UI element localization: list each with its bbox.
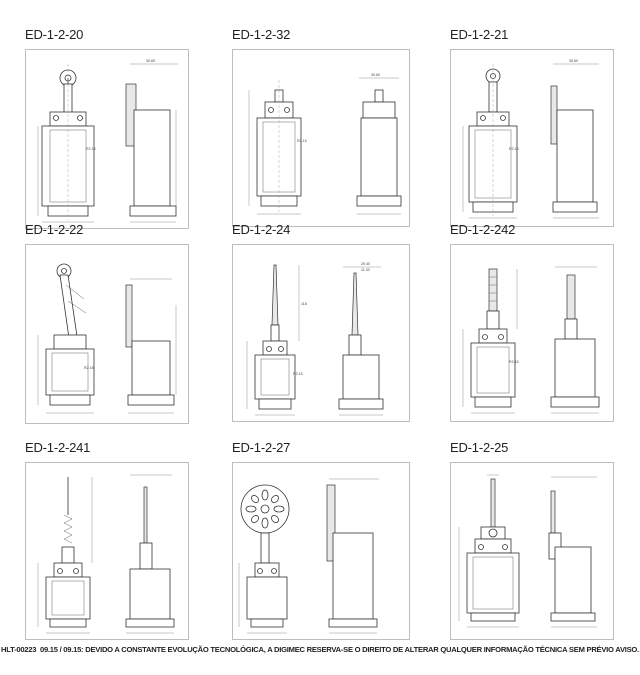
- svg-text:30.60: 30.60: [371, 73, 380, 77]
- drawing-ed-1-2-242: R2.15: [462, 266, 600, 414]
- depth-label-b: 11.30: [361, 268, 370, 272]
- drawing-ed-1-2-241: [37, 474, 175, 634]
- model-title: ED-1-2-22: [25, 222, 84, 237]
- depth-label: 29.40: [361, 262, 370, 266]
- model-title: ED-1-2-32: [232, 27, 291, 42]
- model-title: ED-1-2-25: [450, 440, 509, 455]
- drawing-ed-1-2-25: [458, 474, 597, 628]
- technical-drawing: R2.15 30.60: [232, 49, 410, 227]
- svg-text:30.60: 30.60: [146, 59, 155, 63]
- model-title: ED-1-2-20: [25, 27, 84, 42]
- technical-drawing: R2.15: [450, 244, 614, 422]
- svg-text:R2.15: R2.15: [84, 366, 94, 370]
- model-title: ED-1-2-241: [25, 440, 91, 455]
- technical-drawing: R2.15 30.60: [25, 49, 189, 229]
- svg-text:R2.15: R2.15: [509, 147, 519, 151]
- drawing-ed-1-2-27: [238, 478, 379, 634]
- disclaimer: DEVIDO A CONSTANTE EVOLUÇÃO TECNOLÓGICA,…: [85, 645, 639, 654]
- model-title: ED-1-2-24: [232, 222, 291, 237]
- model-title: ED-1-2-21: [450, 27, 509, 42]
- doc-code: HLT-00223: [1, 645, 37, 654]
- svg-text:R2.15: R2.15: [293, 372, 303, 376]
- technical-drawing: 118 R2.15 29.40 11.30: [232, 244, 410, 422]
- technical-drawing: [450, 462, 614, 640]
- svg-text:R2.15: R2.15: [86, 147, 96, 151]
- technical-drawing: [25, 462, 189, 640]
- drawing-ed-1-2-20: R2.15 30.60: [37, 59, 178, 223]
- svg-text:30.60: 30.60: [569, 59, 578, 63]
- model-title: ED-1-2-242: [450, 222, 516, 237]
- svg-text:R2.15: R2.15: [509, 360, 519, 364]
- footer-notice: HLT-00223 09.15 / 09.15: DEVIDO A CONSTA…: [0, 645, 640, 654]
- drawing-ed-1-2-21: R2.15 30.60: [462, 59, 599, 219]
- revision: 09.15 / 09.15:: [39, 645, 84, 654]
- technical-drawing: R2.15 30.60: [450, 49, 614, 227]
- technical-drawing: [232, 462, 410, 640]
- plunger-height-label: 118: [301, 302, 307, 306]
- model-title: ED-1-2-27: [232, 440, 291, 455]
- drawing-ed-1-2-32: R2.15 30.60: [248, 73, 402, 215]
- drawing-ed-1-2-24: 118 R2.15 29.40 11.30: [246, 262, 384, 416]
- svg-text:R2.15: R2.15: [297, 139, 307, 143]
- drawing-ed-1-2-22: R2.15: [37, 263, 177, 414]
- technical-drawing: R2.15: [25, 244, 189, 424]
